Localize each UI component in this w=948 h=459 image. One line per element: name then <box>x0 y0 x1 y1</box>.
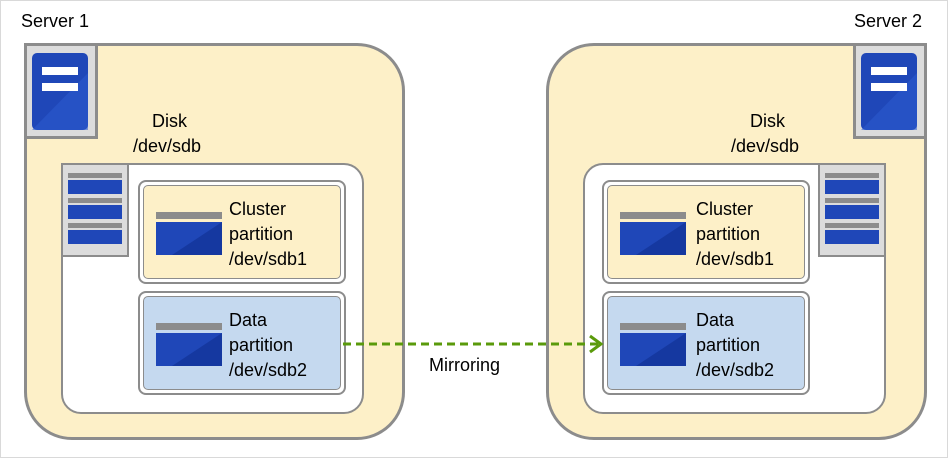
partition-icon <box>156 212 222 255</box>
server-1-cluster-line3: /dev/sdb1 <box>229 249 308 269</box>
server-1-cluster-line2: partition <box>229 224 294 244</box>
server-icon <box>853 43 927 139</box>
partition-icon <box>620 212 686 255</box>
partition-icon <box>620 323 686 366</box>
server-1-data-line2: partition <box>229 335 294 355</box>
server-1-data-line3: /dev/sdb2 <box>229 360 308 380</box>
server-2-disk-label: Disk <box>750 111 785 131</box>
server-1-cluster-line1: Cluster <box>229 199 287 219</box>
disk-stack-icon <box>61 163 129 257</box>
server-2-cluster-line1: Cluster <box>696 199 754 219</box>
server-1-disk-device: /dev/sdb <box>133 136 202 156</box>
server-2-data-line2: partition <box>696 335 761 355</box>
partition-icon <box>156 323 222 366</box>
mirroring-label: Mirroring <box>429 355 501 375</box>
server-1-label: Server 1 <box>21 11 90 31</box>
disk-stack-icon <box>818 163 886 257</box>
server-2-label: Server 2 <box>854 11 923 31</box>
server-2-data-line1: Data <box>696 310 735 330</box>
server-2-data-line3: /dev/sdb2 <box>696 360 775 380</box>
server-2-cluster-line2: partition <box>696 224 761 244</box>
server-2-cluster-line3: /dev/sdb1 <box>696 249 775 269</box>
server-icon <box>24 43 98 139</box>
server-2-disk-device: /dev/sdb <box>731 136 800 156</box>
server-2-data-partition <box>602 291 810 395</box>
server-1-data-line1: Data <box>229 310 268 330</box>
server-1-disk-label: Disk <box>152 111 187 131</box>
